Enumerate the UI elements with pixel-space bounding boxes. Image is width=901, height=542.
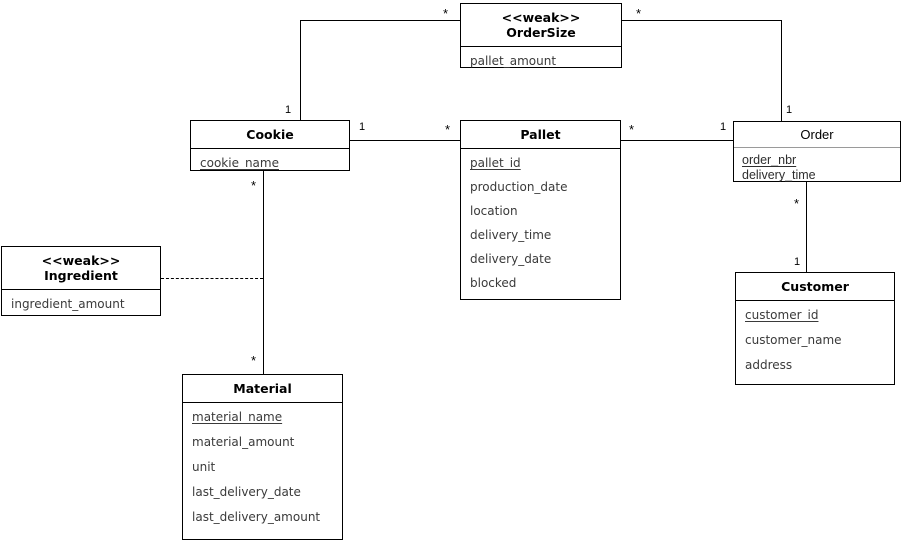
attribute-customer-id: customer_id (745, 308, 819, 322)
entity-customer-header: Customer (736, 273, 894, 301)
attribute-pallet-id: pallet_id (470, 156, 521, 170)
entity-order[interactable]: Order order_nbr delivery_time (733, 121, 901, 182)
multiplicity-pallet-right: * (629, 122, 635, 137)
attribute-order-delivery-time: delivery_time (742, 168, 816, 182)
entity-pallet-header: Pallet (461, 121, 620, 149)
connector-cookie-ordersize-vertical (300, 20, 301, 120)
attribute-customer-name: customer_name (745, 333, 842, 347)
entity-ingredient[interactable]: <<weak>> Ingredient ingredient_amount (1, 246, 161, 316)
entity-material[interactable]: Material material_name material_amount u… (182, 374, 343, 540)
multiplicity-customer-top: 1 (794, 256, 801, 268)
entity-cookie[interactable]: Cookie cookie_name (190, 120, 350, 171)
entity-material-header: Material (183, 375, 342, 403)
entity-pallet[interactable]: Pallet pallet_id production_date locatio… (460, 120, 621, 300)
attribute-pallet-amount: pallet_amount (470, 54, 557, 68)
entity-order-attributes: order_nbr delivery_time (734, 148, 900, 189)
connector-cookie-ordersize-horizontal (300, 20, 461, 21)
entity-customer[interactable]: Customer customer_id customer_name addre… (735, 272, 895, 385)
connector-ingredient-dashed (161, 278, 263, 279)
entity-ingredient-header: <<weak>> Ingredient (2, 247, 160, 290)
multiplicity-order-bottom: * (794, 196, 800, 211)
connector-cookie-material (263, 171, 264, 374)
entity-customer-attributes: customer_id customer_name address (736, 301, 894, 379)
connector-ordersize-order-horizontal (621, 20, 782, 21)
attribute-cookie-name: cookie_name (200, 156, 279, 170)
multiplicity-pallet-left: * (445, 122, 451, 137)
attribute-ingredient-amount: ingredient_amount (11, 297, 125, 311)
attribute-pallet-delivery-date: delivery_date (470, 252, 552, 266)
attribute-material-name: material_name (192, 410, 283, 424)
attribute-last-delivery-amount: last_delivery_amount (192, 510, 321, 524)
entity-order-header: Order (734, 122, 900, 148)
entity-ordersize[interactable]: <<weak>> OrderSize pallet_amount (460, 3, 622, 68)
multiplicity-ordersize-left: * (443, 6, 449, 21)
multiplicity-cookie-top: 1 (285, 104, 292, 116)
multiplicity-material-top: * (251, 353, 257, 368)
connector-order-customer (806, 182, 807, 272)
entity-material-attributes: material_name material_amount unit last_… (183, 403, 342, 531)
multiplicity-ordersize-right: * (636, 6, 642, 21)
attribute-location: location (470, 204, 518, 218)
entity-ordersize-header: <<weak>> OrderSize (461, 4, 621, 47)
attribute-order-nbr: order_nbr (742, 153, 797, 167)
attribute-unit: unit (192, 460, 216, 474)
attribute-last-delivery-date: last_delivery_date (192, 485, 301, 499)
multiplicity-cookie-right: 1 (359, 121, 366, 133)
entity-pallet-attributes: pallet_id production_date location deliv… (461, 149, 620, 297)
connector-pallet-order (621, 140, 733, 141)
connector-cookie-pallet (350, 140, 460, 141)
multiplicity-order-left: 1 (720, 121, 727, 133)
attribute-material-amount: material_amount (192, 435, 295, 449)
multiplicity-cookie-bottom: * (251, 178, 257, 193)
attribute-production-date: production_date (470, 180, 568, 194)
attribute-blocked: blocked (470, 276, 517, 290)
entity-cookie-attributes: cookie_name (191, 149, 349, 177)
attribute-pallet-delivery-time: delivery_time (470, 228, 552, 242)
entity-ingredient-attributes: ingredient_amount (2, 290, 160, 318)
connector-ordersize-order-vertical (781, 20, 782, 121)
entity-ordersize-attributes: pallet_amount (461, 47, 621, 75)
entity-cookie-header: Cookie (191, 121, 349, 149)
multiplicity-order-top: 1 (786, 104, 793, 116)
attribute-address: address (745, 358, 793, 372)
